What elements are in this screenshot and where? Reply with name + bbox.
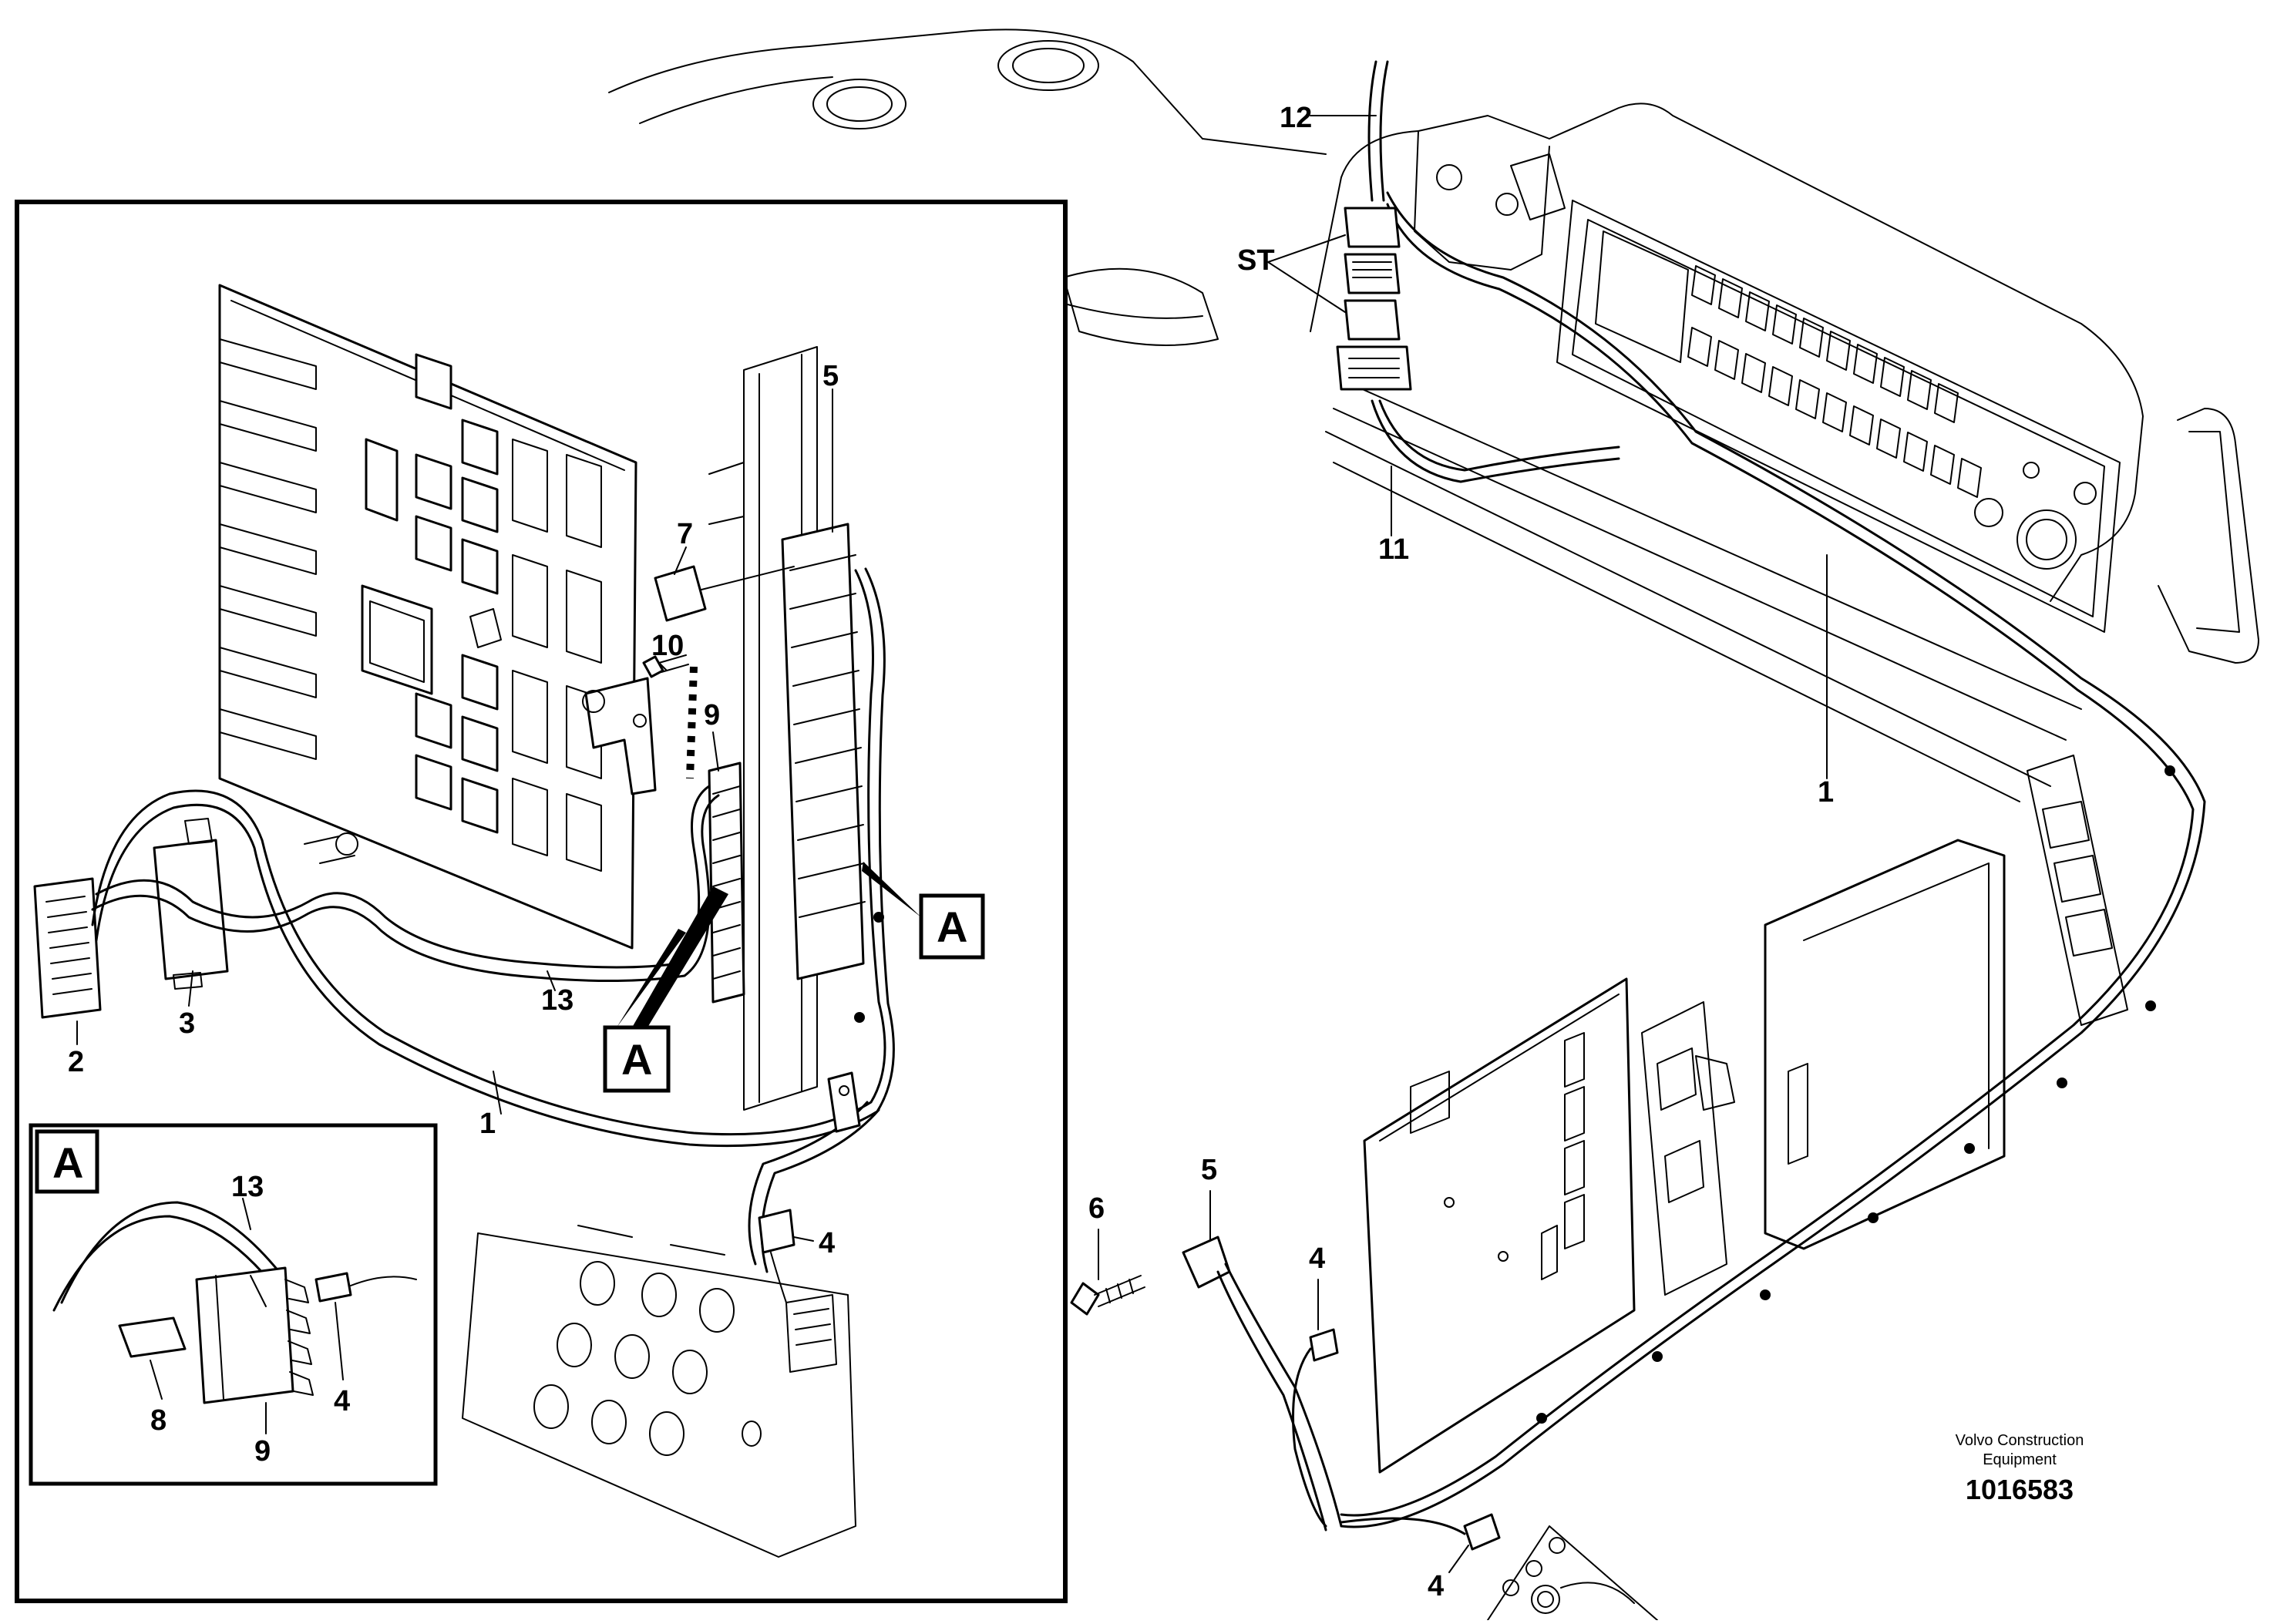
connector-2 [33,877,102,1019]
st-connectors [1336,207,1412,391]
switch-bank [1687,265,1982,498]
label-4-right-mid: 4 [1309,1242,1325,1275]
brand-line-1: Volvo Construction [1956,1432,2084,1449]
label-4-left: 4 [819,1227,835,1259]
bracket-5-right [1182,1236,1343,1532]
relay-bracket [1641,1001,1735,1296]
detail-a-parts [52,1201,417,1404]
label-12: 12 [1280,102,1312,134]
relays [415,353,499,834]
label-5-left: 5 [822,360,839,392]
label-7: 7 [677,518,693,550]
main-harness-right [1340,60,2206,1528]
dashboard-panel [1310,103,2259,1026]
relay-fuse-board [218,284,637,950]
main-detail-frame [15,200,1068,1603]
connector-3 [153,818,229,990]
label-11: 11 [1378,533,1409,566]
label-8: 8 [150,1404,166,1437]
edge-connectors [219,338,317,760]
detail-a-title: A [52,1138,83,1187]
relay-7 [654,565,795,622]
fuse-rows [512,439,602,872]
connector-4-right-mid [1292,1328,1339,1528]
grommet-panel-right [1487,1525,1658,1621]
label-10: 10 [651,630,684,662]
detail-ref-a-bottom [603,886,728,1093]
clip-ties [1536,765,2175,1424]
connector-4-left [758,1209,796,1303]
connector-4-right-bottom [1340,1513,1501,1551]
detail-ref-a-bottom-label: A [621,1035,652,1084]
label-st: ST [1237,244,1275,277]
label-6: 6 [1088,1192,1105,1225]
label-13-detail: 13 [231,1171,264,1203]
key-switch [1974,498,2003,527]
terminal-block-9 [708,762,745,1004]
label-4-detail: 4 [334,1385,350,1417]
label-3: 3 [179,1007,195,1040]
clip-left [827,1071,861,1133]
label-5-right: 5 [1201,1154,1217,1186]
leader-lines [76,115,1828,1573]
electronic-control-unit [1764,839,2006,1250]
control-board-right [1363,977,1636,1474]
label-9-detail: 9 [254,1435,271,1468]
gauge-dial [2016,509,2077,570]
terminal-block-9-detail [195,1266,294,1404]
terminal-block-5 [781,523,866,980]
figure-number: 1016583 [1966,1474,2074,1505]
label-9-left: 9 [704,699,720,731]
label-1-right: 1 [1818,776,1834,809]
label-2: 2 [68,1046,84,1078]
label-13-left: 13 [541,984,574,1017]
mounting-plate [582,677,657,795]
grommet-panel-left [462,1225,856,1558]
terminal-8 [118,1316,187,1358]
detail-ref-a-right [862,862,985,960]
label-4-right-bottom: 4 [1428,1570,1444,1602]
callout-labels: 12 ST 11 1 5 6 4 4 5 7 10 9 4 13 3 2 1 1… [52,102,1834,1602]
detail-ref-a-right-label: A [937,903,967,951]
screw-10 [642,654,698,779]
bolt-6 [1070,1275,1145,1316]
label-1-left: 1 [479,1108,496,1140]
cab-roof-outline [608,29,1327,346]
brand-line-2: Equipment [1983,1451,2057,1468]
brand-block: Volvo Construction Equipment 1016583 [1956,1432,2084,1505]
connector-4-detail [314,1272,352,1303]
